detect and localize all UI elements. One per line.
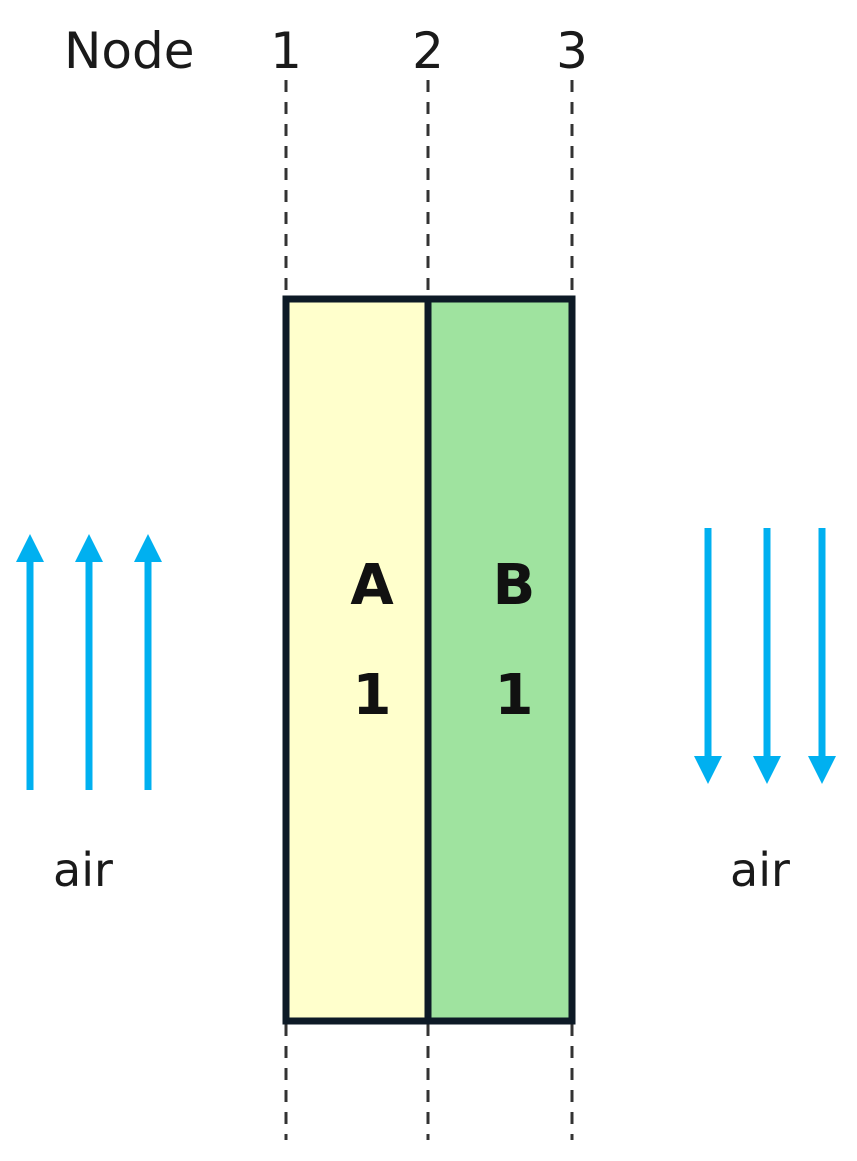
layer-a-letter: A — [350, 553, 394, 618]
node-label-3: 3 — [556, 22, 588, 80]
air-right-arrows — [694, 528, 836, 784]
air-left-label: air — [53, 843, 113, 897]
node-header-label: Node — [64, 22, 195, 80]
node-label-2: 2 — [412, 22, 444, 80]
node-label-1: 1 — [270, 22, 302, 80]
layer-a — [282, 295, 432, 1025]
layer-a-number: 1 — [353, 663, 392, 728]
air-left-arrows — [16, 534, 162, 790]
air-right-label: air — [730, 843, 790, 897]
layer-b — [424, 295, 576, 1025]
layer-b-letter: B — [493, 553, 536, 618]
layer-b-number: 1 — [495, 663, 534, 728]
